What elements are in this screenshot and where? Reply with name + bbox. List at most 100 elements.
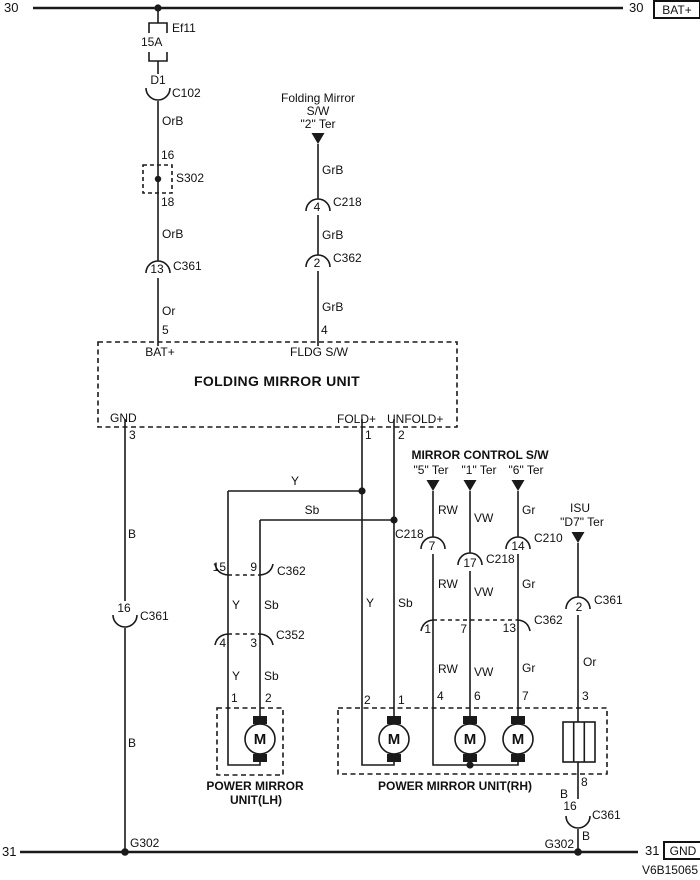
wire-gr-3: Gr	[522, 661, 536, 675]
wire-y-3: Y	[232, 669, 241, 683]
isu-line2: "D7" Ter	[560, 515, 604, 529]
pin-3-c352: 3	[250, 636, 257, 650]
wire-grb-2: GrB	[322, 228, 344, 242]
wire-orb-1: OrB	[162, 114, 184, 128]
power-mirror-unit-lh-box	[216, 707, 284, 776]
connector-arc-c361-16-right	[565, 815, 591, 829]
fuse-symbol-bottom	[148, 52, 168, 62]
power-mirror-unit-rh-box	[337, 707, 608, 775]
pin-9: 9	[250, 560, 257, 574]
folding-sw-line3: "2" Ter	[300, 117, 336, 131]
connector-c362-row: C362	[534, 613, 563, 627]
rail-31-left: 31	[2, 844, 17, 859]
ground-dot-right	[574, 848, 582, 856]
rail-30-left: 30	[4, 0, 19, 15]
fmu-bat-label: BAT+	[145, 345, 175, 359]
connector-arc-c210-14	[505, 536, 531, 550]
connector-c362-2: C362	[333, 251, 362, 265]
terminal-5: "5" Ter	[413, 463, 449, 477]
connector-c218-7: C218	[395, 527, 424, 541]
connector-c361-16-right: C361	[592, 808, 621, 822]
connector-arc-c102	[145, 87, 171, 101]
folding-mirror-unit-box	[97, 341, 458, 428]
connector-arc-c218-4	[305, 198, 331, 212]
pin-17-c218: 17	[463, 556, 477, 570]
pin-2-rh: 2	[364, 693, 371, 707]
rh-unit-title: POWER MIRROR UNIT(RH)	[378, 779, 532, 793]
ground-point-left: G302	[130, 836, 160, 850]
wire-rw-2: RW	[438, 577, 458, 591]
motor-rh-1-label: M	[463, 731, 477, 748]
fmu-gnd-label: GND	[110, 411, 137, 425]
fuse-rating: 15A	[141, 35, 163, 49]
bat-tag: BAT+	[653, 0, 700, 19]
pin-2-c362: 2	[313, 256, 321, 270]
rail-30-right: 30	[629, 0, 644, 15]
terminal-6: "6" Ter	[508, 463, 544, 477]
terminal-1: "1" Ter	[461, 463, 497, 477]
pin-7-c218: 7	[428, 539, 436, 553]
terminal-triangle-1	[463, 480, 477, 491]
pin-2-lh: 2	[265, 691, 272, 705]
diagram-code: V6B15065	[641, 863, 698, 877]
connector-c352: C352	[276, 628, 305, 642]
lh-unit-title1: POWER MIRROR	[206, 779, 304, 793]
isu-line1: ISU	[569, 501, 591, 515]
fmu-unfold-label: UNFOLD+	[387, 412, 444, 426]
pin-8: 8	[581, 775, 588, 789]
wire-rw-3: RW	[438, 662, 458, 676]
junction-dot	[154, 4, 162, 12]
wire-vw-3: VW	[474, 665, 494, 679]
wire-b-1: B	[128, 527, 137, 541]
pin-4-c218: 4	[313, 200, 321, 214]
connector-arc-c361-13	[145, 260, 171, 274]
mirror-control-title: MIRROR CONTROL S/W	[411, 448, 549, 462]
connector-arc-c362-2	[305, 254, 331, 268]
folding-sw-line2: S/W	[306, 104, 330, 118]
wire-b-isu-1: B	[559, 787, 568, 801]
pin-1-rh: 1	[398, 693, 405, 707]
pin-1-fold: 1	[365, 428, 372, 442]
pin-1-lh: 1	[231, 691, 238, 705]
pin-1-c362: 1	[424, 622, 431, 636]
wire-grb-1: GrB	[322, 163, 344, 177]
wire-grb-3: GrB	[322, 300, 344, 314]
connector-c102: C102	[172, 86, 201, 100]
wire-sb-2: Sb	[264, 598, 279, 612]
junction-dot	[390, 516, 398, 524]
pin-18-s302: 18	[161, 195, 175, 209]
pin-16-c361-right: 16	[563, 799, 577, 813]
connector-c361-16-left: C361	[140, 609, 169, 623]
connector-c218-4: C218	[333, 195, 362, 209]
connector-arc-c361-2	[565, 596, 591, 610]
wire-vw-1: VW	[474, 511, 494, 525]
pin-4-rh: 4	[437, 689, 444, 703]
fmu-title: FOLDING MIRROR UNIT	[194, 373, 360, 389]
wire-y-2: Y	[232, 598, 241, 612]
connector-c210: C210	[534, 531, 563, 545]
gnd-tag: GND	[663, 841, 700, 860]
wire-sb-branch: Sb	[304, 503, 320, 517]
wire-b-isu-2: B	[582, 829, 591, 843]
motor-rh-fold-label: M	[387, 731, 401, 748]
terminal-triangle-folding-sw	[311, 133, 325, 144]
splice-s302: S302	[176, 171, 205, 185]
pin-3-gnd: 3	[129, 428, 136, 442]
pin-5: 5	[162, 323, 169, 337]
pin-4-c352: 4	[219, 636, 226, 650]
wire-rw-1: RW	[438, 503, 458, 517]
terminal-triangle-5	[426, 480, 440, 491]
pin-13-c362: 13	[502, 621, 516, 635]
splice-dot-s302	[154, 175, 162, 183]
connector-c361-2: C361	[594, 593, 623, 607]
pin-7-rh: 7	[522, 689, 529, 703]
pin-6-rh: 6	[474, 689, 481, 703]
folding-sw-line1: Folding Mirror	[280, 91, 356, 105]
lh-unit-title2: UNIT(LH)	[230, 793, 282, 807]
connector-c361-13: C361	[173, 259, 202, 273]
motor-lh-label: M	[253, 731, 267, 748]
wire-vw-2: VW	[474, 585, 494, 599]
connector-arc-c361-16-left	[112, 614, 138, 628]
